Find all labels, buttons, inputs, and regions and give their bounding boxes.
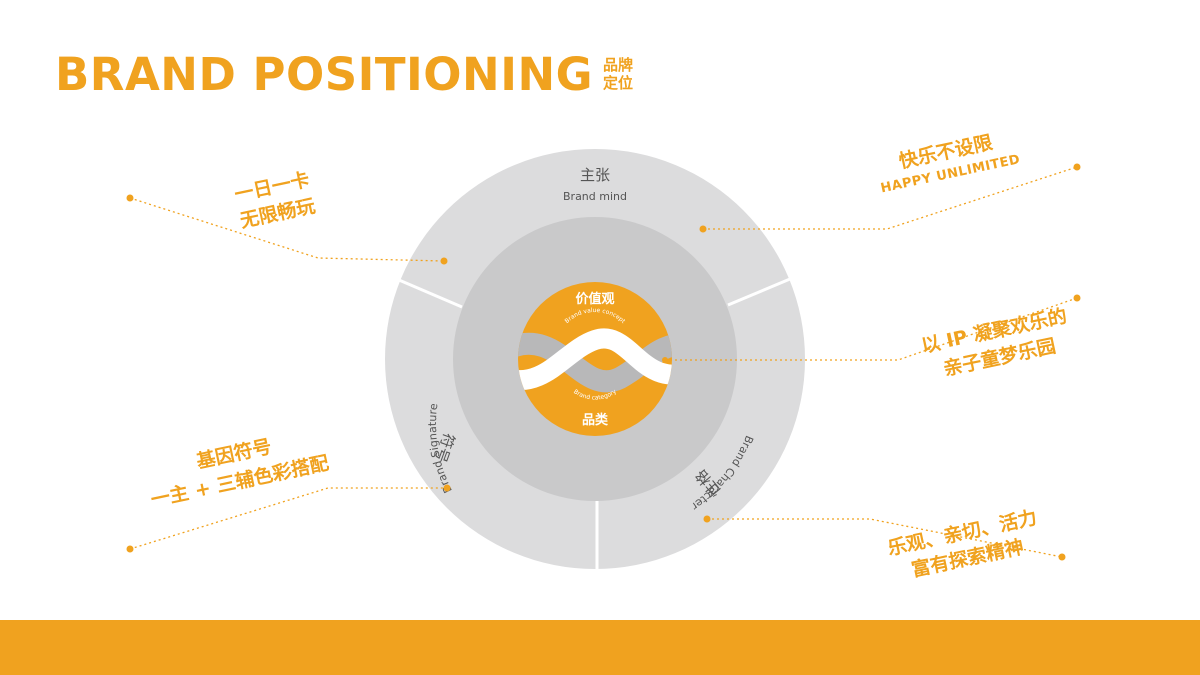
dot-bottom-right-b [1058, 553, 1066, 561]
title-main: BRAND POSITIONING [55, 47, 594, 101]
leader-top-right [703, 166, 1078, 230]
title-cn-line1: 品牌 [603, 56, 634, 74]
dot-mid-right-a [662, 357, 668, 363]
dot-bottom-right-a [703, 515, 711, 523]
core-top-cn: 价值观 [575, 291, 614, 307]
dot-mid-right-b [1073, 294, 1081, 302]
leader-bottom-left [129, 487, 447, 550]
dot-top-left-a [126, 194, 134, 202]
core-circle [518, 282, 672, 436]
leader-top-left [129, 197, 445, 262]
title-cn: 品牌 定位 [603, 56, 633, 92]
ring-divider-left [398, 278, 463, 309]
bottom-band [0, 620, 1200, 675]
wave-ribbon [518, 328, 672, 393]
ring-divider-right [727, 277, 791, 307]
dot-bottom-left-a [126, 545, 134, 553]
dot-top-right-b [1073, 163, 1081, 171]
ring-top-cn: 主张 [580, 166, 610, 184]
dot-top-right-a [699, 225, 707, 233]
dot-bottom-left-b [443, 484, 451, 492]
core-bottom-cn: 品类 [582, 412, 609, 428]
ring-top-en: Brand mind [563, 190, 627, 203]
title-cn-line2: 定位 [603, 74, 634, 92]
page-title: BRAND POSITIONING 品牌 定位 [55, 44, 633, 104]
dot-top-left-b [440, 257, 448, 265]
